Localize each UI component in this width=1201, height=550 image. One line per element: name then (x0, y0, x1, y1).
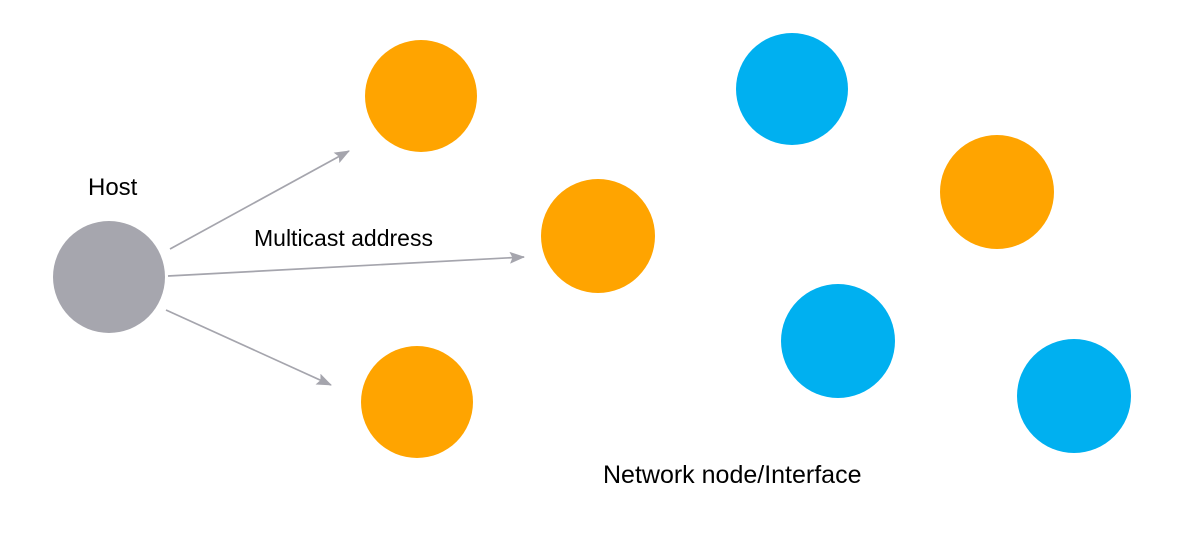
node-orange-middle[interactable] (541, 179, 655, 293)
host-label: Host (88, 174, 138, 201)
multicast-address-label: Multicast address (254, 225, 433, 251)
node-blue-middle[interactable] (781, 284, 895, 398)
arrow-to-orange-middle (167, 251, 526, 277)
node-blue-bottom[interactable] (1017, 339, 1131, 453)
node-orange-right[interactable] (940, 135, 1054, 249)
arrow-group (165, 150, 526, 386)
node-host[interactable] (53, 221, 165, 333)
arrow-to-orange-top (169, 150, 350, 250)
node-orange-bottom[interactable] (361, 346, 473, 458)
node-blue-top[interactable] (736, 33, 848, 145)
node-group (53, 33, 1131, 458)
node-orange-top[interactable] (365, 40, 477, 152)
network-node-interface-label: Network node/Interface (603, 461, 862, 489)
arrow-to-orange-bottom (165, 309, 332, 386)
